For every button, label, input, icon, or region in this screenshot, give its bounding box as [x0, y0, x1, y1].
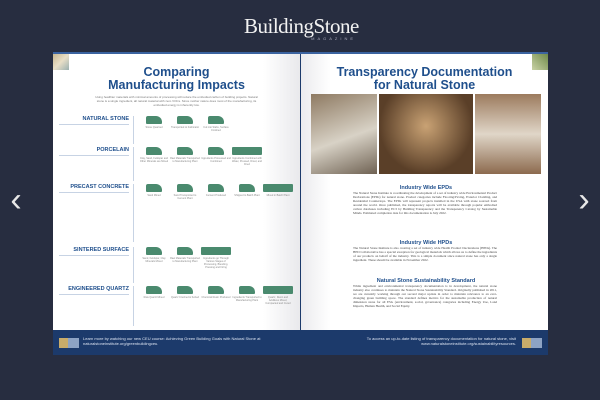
material-row: NATURAL STONE Stone Quarried Transported t…: [53, 116, 300, 144]
section-body: While ingredient and environmental trans…: [353, 284, 497, 308]
process-caption: Chemical Resin Produced: [201, 296, 231, 299]
process-caption: Raw Materials Transported to Manufacturi…: [170, 157, 200, 163]
next-page-button[interactable]: ›: [578, 181, 590, 219]
divider: [133, 116, 134, 144]
process-icon: [208, 147, 224, 155]
divider: [133, 184, 134, 242]
section-body: The Natural Stone Institute is coordinat…: [353, 191, 497, 215]
process-icon: [146, 147, 162, 155]
process-icon: [146, 116, 162, 124]
divider: [133, 147, 134, 181]
process-caption: Ingredients Transported to Manufacturing…: [232, 296, 262, 302]
process-caption: Stone Quarried: [145, 126, 163, 129]
process-icon: [177, 147, 193, 155]
material-row: SINTERED SURFACE Sand, Feldspar, Clay Min…: [53, 247, 300, 283]
process-icon: [177, 116, 193, 124]
material-row: PORCELAIN Clay, Sand, Feldspar and Other …: [53, 147, 300, 181]
section-heading: Industry Wide HPDs: [399, 240, 453, 246]
process-icon: [239, 184, 255, 192]
process-icon: [177, 247, 193, 255]
material-label: NATURAL STONE: [59, 116, 129, 125]
prev-page-button[interactable]: ‹: [10, 181, 22, 219]
process-icon: [208, 286, 224, 294]
section-heading: Natural Stone Sustainability Standard: [376, 278, 476, 284]
material-row: PRECAST CONCRETE Sand Mined Sand Transport…: [53, 184, 300, 242]
section-heading: Industry Wide EPDs: [399, 185, 453, 191]
interior-photo: [474, 94, 541, 174]
material-row: ENGINEERED QUARTZ Raw Quartz Mined Quartz …: [53, 286, 300, 326]
process-caption: Quartz, Resin and Additives Mixed, Compa…: [265, 296, 291, 305]
nsi-logo: [522, 338, 542, 348]
process-caption: Clay, Sand, Feldspar and Other Minerals …: [139, 157, 169, 163]
stone-bowl-photo: [379, 94, 473, 174]
process-icon: [146, 184, 162, 192]
process-icon: [263, 286, 293, 294]
divider: [133, 247, 134, 283]
process-caption: Cut into Slabs, Surface Finished: [203, 126, 229, 132]
left-footer: Learn more by watching our new CEU cours…: [53, 330, 300, 357]
nsi-logo: [59, 338, 79, 348]
process-caption: Sand, Feldspar, Clay Minerals Mined: [142, 257, 166, 263]
process-caption: Quartz Crushed & Sorted: [170, 296, 200, 299]
material-label: PRECAST CONCRETE: [59, 184, 129, 193]
process-caption: Transported to Fabricator: [170, 126, 200, 129]
process-caption: Mixed in Batch Plant: [266, 194, 290, 197]
process-caption: Raw Materials Transported to Manufacturi…: [170, 257, 200, 263]
process-caption: Ingredients Processed and Combined: [201, 157, 231, 163]
process-caption: Cement Produced: [205, 194, 227, 197]
right-footer: To access an up-to-date listing of trans…: [301, 330, 548, 357]
process-caption: Ingredients go Through Various Stages of…: [203, 257, 229, 269]
process-icon: [263, 184, 293, 192]
process-caption: Ingredients Combined with Water, Pressed…: [232, 157, 262, 166]
process-icon: [201, 247, 231, 255]
process-icon: [232, 147, 262, 155]
photo-strip: [311, 94, 541, 174]
material-label: SINTERED SURFACE: [59, 247, 129, 256]
page-corner: [53, 54, 69, 70]
process-caption: Shipped to Batch Plant: [234, 194, 260, 197]
process-caption: Sand Mined: [147, 194, 161, 197]
divider: [133, 286, 134, 326]
process-icon: [208, 116, 224, 124]
material-label: ENGINEERED QUARTZ: [59, 286, 129, 295]
quarry-photo: [311, 94, 378, 174]
left-intro: Using healthier materials with minimal a…: [95, 95, 258, 107]
process-caption: Raw Quartz Mined: [143, 296, 165, 299]
process-icon: [146, 286, 162, 294]
process-icon: [177, 286, 193, 294]
page-corner: [532, 54, 548, 70]
process-icon: [177, 184, 193, 192]
process-icon: [208, 184, 224, 192]
material-label: PORCELAIN: [59, 147, 129, 156]
process-caption: Sand Transported to Cement Plant: [173, 194, 197, 200]
process-icon: [239, 286, 255, 294]
process-icon: [146, 247, 162, 255]
section-body: The Natural Stone Institute is also crea…: [353, 246, 497, 262]
